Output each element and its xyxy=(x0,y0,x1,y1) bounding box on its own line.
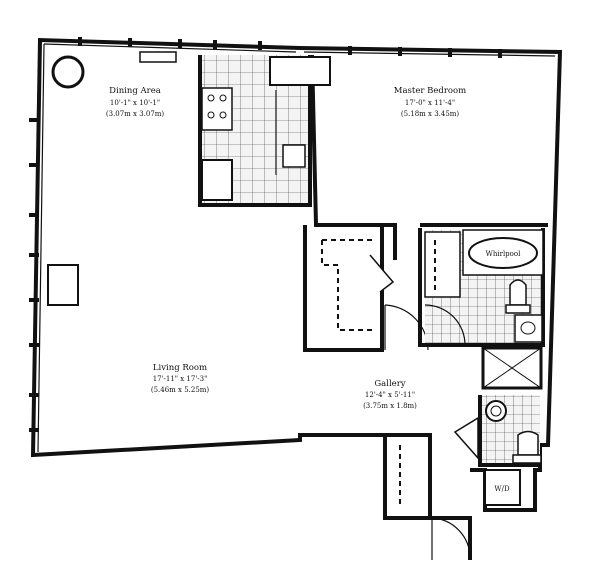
coat-closet xyxy=(383,437,432,520)
powder-room xyxy=(453,395,542,467)
dining-area-imperial: 10'-1" x 10'-1" xyxy=(110,99,160,107)
master-bedroom-name: Master Bedroom xyxy=(394,86,466,96)
master-bedroom-imperial: 17'-0" x 11'-4" xyxy=(405,99,455,107)
label-dining-area: Dining Area 10'-1" x 10'-1" (3.07m x 3.0… xyxy=(106,86,165,118)
gallery-name: Gallery xyxy=(374,379,405,389)
master-bath xyxy=(418,228,545,347)
entry-door-swing xyxy=(431,517,471,559)
bedroom-recess xyxy=(269,56,331,86)
label-master-bedroom: Master Bedroom 17'-0" x 11'-4" (5.18m x … xyxy=(394,86,466,118)
living-room-metric: (5.46m x 5.25m) xyxy=(151,386,210,394)
toilet-powder xyxy=(517,430,539,456)
shower-stall xyxy=(481,346,543,390)
chase-box xyxy=(47,264,79,306)
column-circle xyxy=(51,55,85,89)
washer-dryer-closet xyxy=(484,469,521,506)
kitchen-sink xyxy=(282,144,306,168)
gallery-metric: (3.75m x 1.8m) xyxy=(363,402,417,410)
living-room-name: Living Room xyxy=(153,363,207,373)
whirlpool-tub xyxy=(468,237,538,269)
powder-sink xyxy=(485,400,507,422)
whirlpool-label: Whirlpool xyxy=(486,250,521,258)
stove xyxy=(201,87,233,131)
master-bedroom-metric: (5.18m x 3.45m) xyxy=(401,110,460,118)
dining-area-name: Dining Area xyxy=(109,86,161,96)
washer-dryer-label: W/D xyxy=(494,485,510,493)
label-gallery: Gallery 12'-4" x 5'-11" (3.75m x 1.8m) xyxy=(363,379,417,410)
closet xyxy=(303,225,395,352)
toilet-master xyxy=(509,279,527,306)
bedroom-walls xyxy=(269,54,548,260)
living-room-imperial: 17'-11" x 17'-3" xyxy=(153,375,208,383)
refrigerator xyxy=(201,159,233,201)
label-living-room: Living Room 17'-11" x 17'-3" (5.46m x 5.… xyxy=(151,363,210,394)
gallery-imperial: 12'-4" x 5'-11" xyxy=(365,391,415,399)
window-mullions xyxy=(29,37,502,432)
dining-area-metric: (3.07m x 3.07m) xyxy=(106,110,165,118)
bath-sink-master xyxy=(514,314,543,343)
window-alcove xyxy=(139,51,177,63)
vanity-closet xyxy=(424,231,461,298)
